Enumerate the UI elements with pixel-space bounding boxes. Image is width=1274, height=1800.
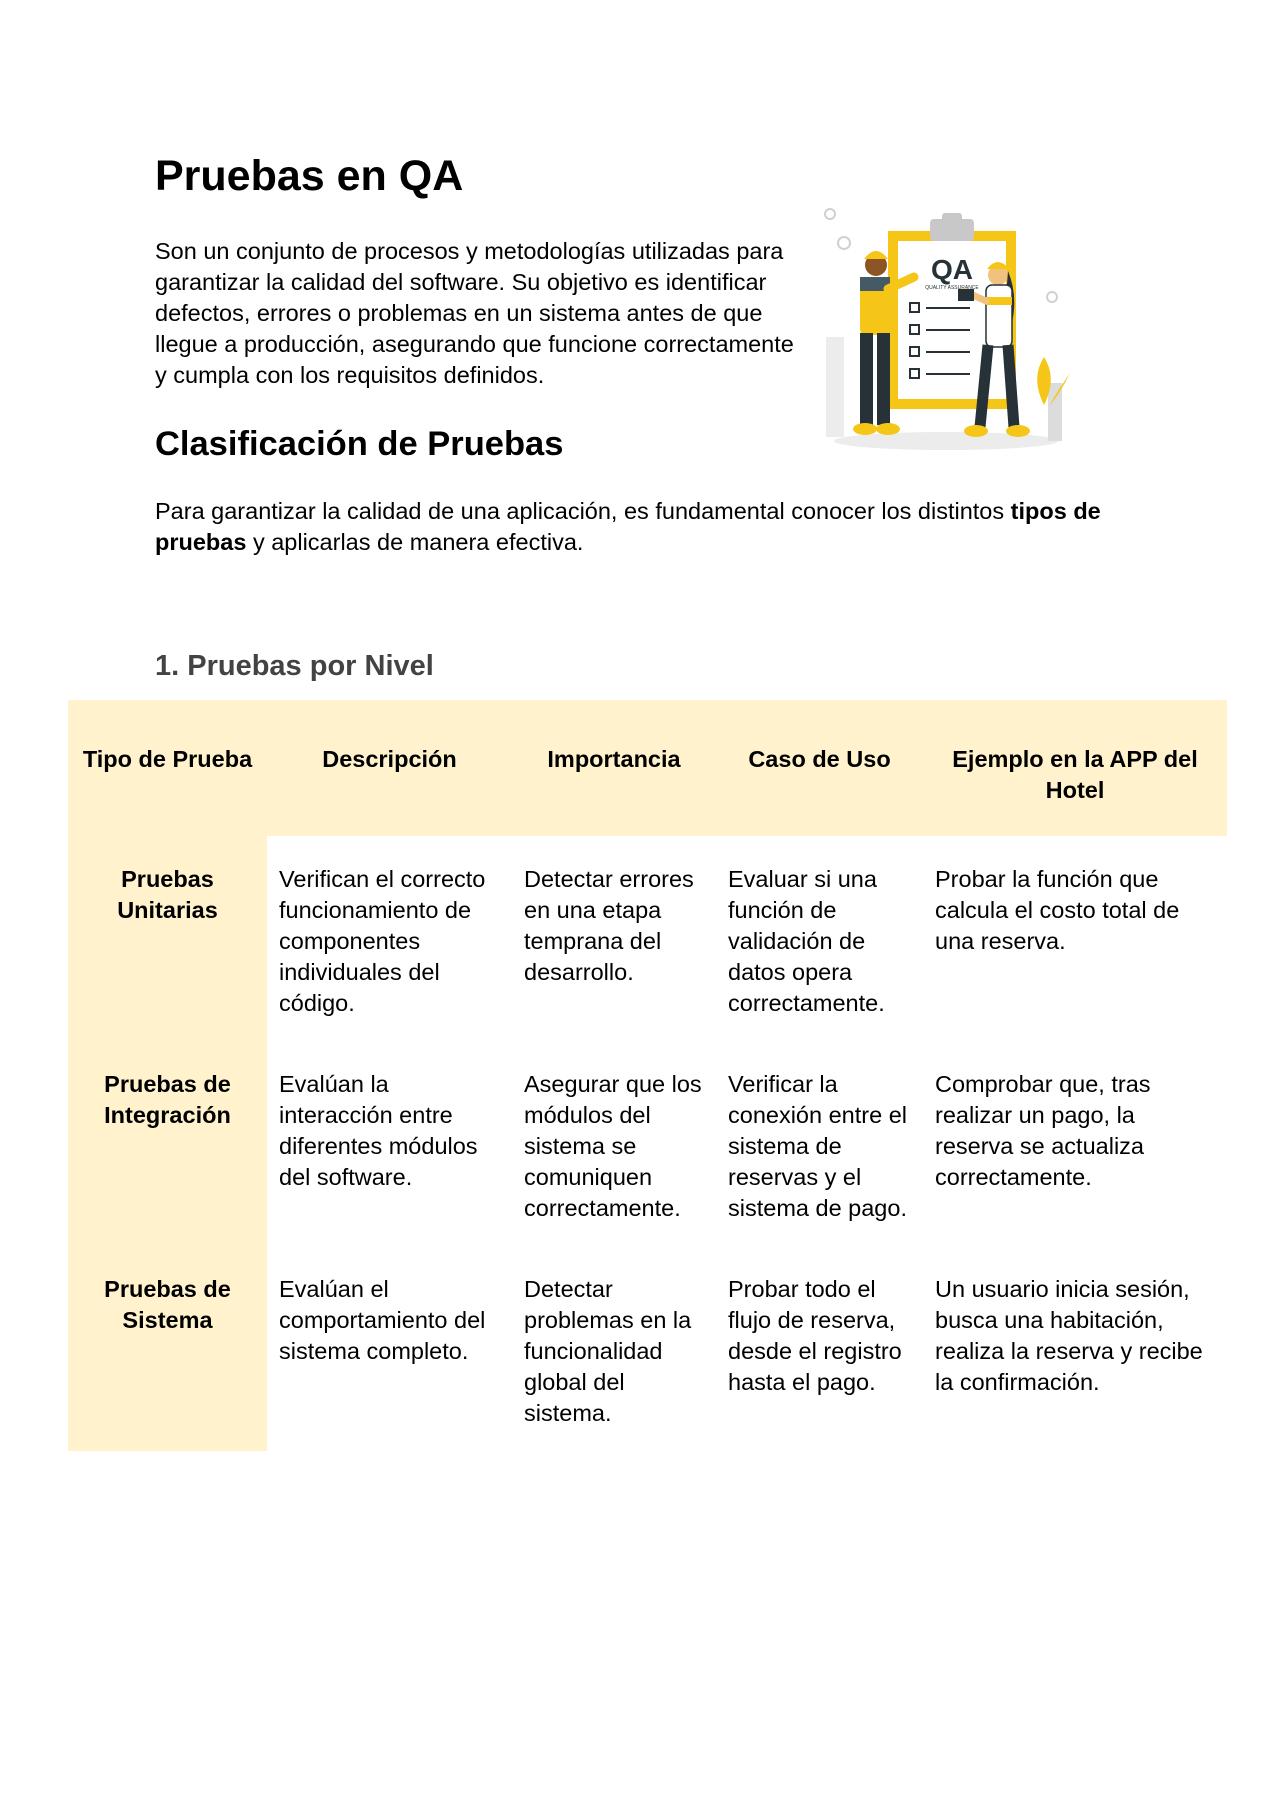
classification-paragraph: Para garantizar la calidad de una aplica… <box>155 496 1120 558</box>
cell-example: Probar la función que calcula el costo t… <box>935 866 1180 954</box>
page-title: Pruebas en QA <box>155 152 464 200</box>
classification-text-bold: tipos de pruebas <box>155 498 1101 555</box>
classification-text-before: Para garantizar la calidad de una aplica… <box>155 498 1011 524</box>
section-heading-levels: 1. Pruebas por Nivel <box>155 650 434 682</box>
column-header-use-case: Caso de Uso <box>716 700 923 836</box>
cell-use-case: Probar todo el flujo de reserva, desde e… <box>728 1276 902 1395</box>
column-header-type: Tipo de Prueba <box>68 700 267 836</box>
column-header-importance: Importancia <box>512 700 716 836</box>
test-levels-table: Tipo de Prueba Descripción Importancia C… <box>68 700 1227 1451</box>
qa-logo-text: QA <box>931 254 973 285</box>
cell-description: Evalúan el comportamiento del sistema co… <box>279 1276 486 1364</box>
cell-description: Evalúan la interacción entre diferentes … <box>279 1071 478 1190</box>
table-row: Pruebas de Sistema Evalúan el comportami… <box>68 1246 1227 1451</box>
cell-importance: Asegurar que los módulos del sistema se … <box>524 1071 702 1221</box>
cell-description: Verifican el correcto funcionamiento de … <box>279 866 486 1016</box>
column-header-description: Descripción <box>267 700 512 836</box>
cell-use-case: Verificar la conexión entre el sistema d… <box>728 1071 907 1221</box>
column-header-example: Ejemplo en la APP del Hotel <box>923 700 1227 836</box>
table-row: Pruebas Unitarias Verifican el correcto … <box>68 836 1227 1041</box>
cell-use-case: Evaluar si una función de validación de … <box>728 866 885 1016</box>
worker-left-figure <box>853 251 919 435</box>
cell-importance: Detectar problemas en la funcionalidad g… <box>524 1276 692 1426</box>
intro-paragraph: Son un conjunto de procesos y metodologí… <box>155 238 794 388</box>
cell-example: Un usuario inicia sesión, busca una habi… <box>935 1276 1203 1395</box>
cell-example: Comprobar que, tras realizar un pago, la… <box>935 1071 1151 1190</box>
worker-right-figure <box>958 262 1030 437</box>
cell-test-type: Pruebas de Sistema <box>68 1246 267 1451</box>
cell-importance: Detectar errores en una etapa temprana d… <box>524 866 694 985</box>
cell-test-type: Pruebas de Integración <box>68 1041 267 1246</box>
table-row: Pruebas de Integración Evalúan la intera… <box>68 1041 1227 1246</box>
qa-illustration: QA QUALITY ASSURANCE <box>824 208 1070 450</box>
cell-test-type: Pruebas Unitarias <box>68 836 267 1041</box>
section-heading-classification: Clasificación de Pruebas <box>155 425 564 463</box>
classification-text-after: y aplicarlas de manera efectiva. <box>246 529 584 555</box>
qa-logo-subtext: QUALITY ASSURANCE <box>925 285 979 291</box>
table-header-row: Tipo de Prueba Descripción Importancia C… <box>68 700 1227 836</box>
